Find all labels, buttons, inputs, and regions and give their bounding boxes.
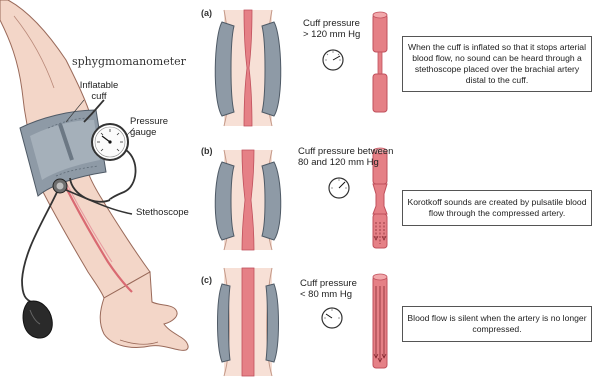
panel-b-pressure-line2: 80 and 120 mm Hg bbox=[298, 157, 393, 168]
panel-b-description: Korotkoff sounds are created by pulsatil… bbox=[402, 190, 592, 226]
gauge-icon-c bbox=[322, 308, 342, 328]
arm-illustration bbox=[0, 0, 188, 350]
stethoscope-label: Stethoscope bbox=[136, 207, 189, 218]
inflatable-cuff-label-2: cuff bbox=[76, 91, 122, 102]
panel-a-pressure-line1: Cuff pressure bbox=[303, 18, 360, 29]
panel-a-pressure-line2: > 120 mm Hg bbox=[303, 29, 360, 40]
gauge-icon-b bbox=[329, 178, 349, 198]
gauge-icon-a bbox=[323, 50, 343, 70]
artery-tube-a bbox=[373, 12, 387, 112]
panel-c-pressure: Cuff pressure < 80 mm Hg bbox=[300, 278, 357, 300]
panel-c-description: Blood flow is silent when the artery is … bbox=[402, 306, 592, 342]
panel-c-pressure-line2: < 80 mm Hg bbox=[300, 289, 357, 300]
artery-tube-c bbox=[373, 274, 387, 368]
artery-open-c bbox=[242, 268, 254, 376]
panel-b-pressure: Cuff pressure between 80 and 120 mm Hg bbox=[298, 146, 393, 168]
panel-b-pressure-line1: Cuff pressure between bbox=[298, 146, 393, 157]
inflation-bulb bbox=[23, 301, 52, 338]
pressure-gauge-label: Pressure gauge bbox=[130, 116, 168, 138]
panel-a-description: When the cuff is inflated so that it sto… bbox=[402, 36, 592, 92]
panel-a-graphics bbox=[215, 10, 387, 126]
pressure-gauge-label-1: Pressure bbox=[130, 116, 168, 127]
inflatable-cuff-label-1: Inflatable bbox=[76, 80, 122, 91]
panel-c-pressure-line1: Cuff pressure bbox=[300, 278, 357, 289]
panel-b-letter: (b) bbox=[201, 146, 213, 156]
pressure-gauge-label-2: gauge bbox=[130, 127, 168, 138]
panel-a-pressure: Cuff pressure > 120 mm Hg bbox=[303, 18, 360, 40]
pressure-gauge bbox=[92, 124, 128, 160]
panel-c-letter: (c) bbox=[201, 275, 212, 285]
panel-a-letter: (a) bbox=[201, 8, 212, 18]
inflatable-cuff-label: Inflatable cuff bbox=[76, 80, 122, 102]
sphygmomanometer-label: sphygmomanometer bbox=[72, 56, 186, 67]
